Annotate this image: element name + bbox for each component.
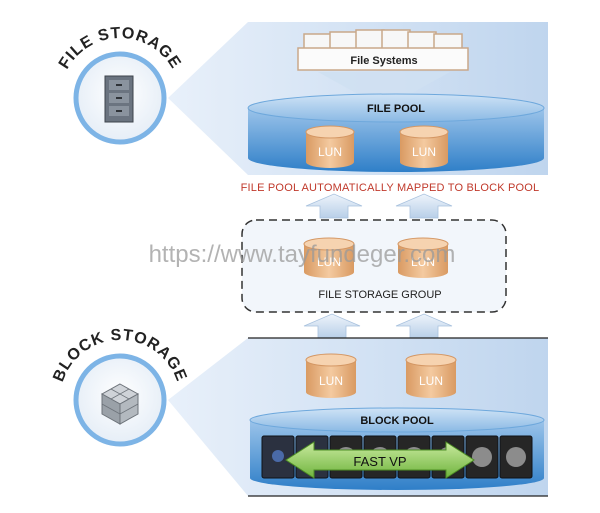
up-arrow-icon [303, 313, 361, 339]
lun-label: LUN [412, 145, 436, 159]
group-lun-1: LUN [303, 237, 355, 278]
lun-label: LUN [319, 374, 343, 388]
up-arrow-icon [395, 193, 453, 219]
fast-vp-arrow: FAST VP [285, 441, 475, 479]
file-systems-label: File Systems [350, 55, 417, 67]
file-pool-lun-1: LUN [305, 125, 355, 168]
block-lun-1: LUN [305, 353, 357, 398]
file-folders-icon [297, 29, 469, 71]
file-pool: FILE POOL [247, 93, 545, 172]
up-arrows-group-to-file-pool [305, 193, 453, 219]
file-storage-group: LUN LUN FILE STORAGE GROUP [241, 219, 507, 313]
mapping-note: FILE POOL AUTOMATICALLY MAPPED TO BLOCK … [241, 182, 540, 194]
lun-label: LUN [317, 255, 341, 269]
block-cube-icon [100, 383, 140, 425]
block-storage-section: BLOCK STORAGE LUN LUN BL [50, 327, 548, 497]
block-pool-label: BLOCK POOL [360, 415, 434, 427]
file-systems-funnel [318, 72, 450, 104]
group-lun-2: LUN [397, 237, 449, 278]
up-arrow-icon [305, 193, 363, 219]
block-lun-2: LUN [405, 353, 457, 398]
file-storage-section: FILE STORAGE File Syst [56, 22, 548, 175]
file-pool-label: FILE POOL [367, 103, 425, 115]
file-pool-lun-2: LUN [399, 125, 449, 168]
file-systems-stack: File Systems [297, 29, 469, 71]
lun-label: LUN [419, 374, 443, 388]
filing-cabinet-icon [104, 75, 134, 123]
file-storage-group-label: FILE STORAGE GROUP [318, 289, 441, 301]
lun-label: LUN [411, 255, 435, 269]
fast-vp-label: FAST VP [353, 454, 406, 469]
block-storage-badge: BLOCK STORAGE [50, 327, 189, 447]
watermark: https://www.tayfundeger.com [149, 241, 456, 268]
lun-label: LUN [318, 145, 342, 159]
up-arrow-icon [395, 313, 453, 339]
block-pool: BLOCK POOL [249, 407, 545, 490]
file-storage-badge: FILE STORAGE [56, 25, 183, 145]
up-arrows-block-to-group [303, 313, 453, 339]
